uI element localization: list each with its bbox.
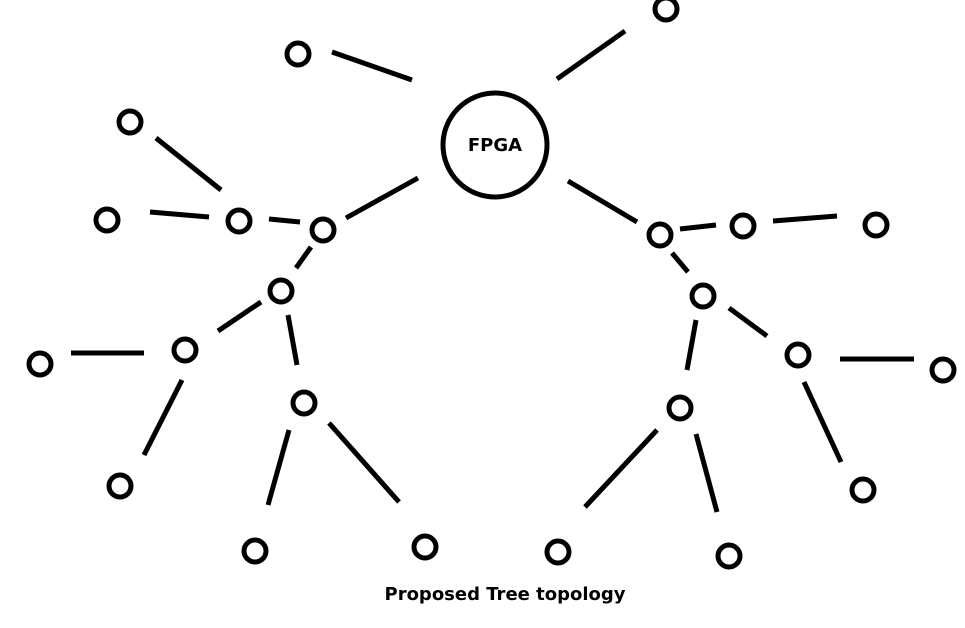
node — [666, 394, 694, 422]
link-left-hub-a — [268, 216, 301, 225]
node — [862, 211, 890, 239]
link-left-h-j — [327, 421, 401, 504]
node — [689, 282, 717, 310]
node — [93, 206, 121, 234]
link-right-g-h — [583, 428, 659, 509]
link-left-a-c — [154, 136, 223, 192]
link-left-d-e — [216, 299, 263, 334]
node — [652, 0, 680, 23]
link-root-left-branch — [344, 175, 420, 221]
link-right-d-f — [801, 380, 844, 464]
node — [729, 212, 757, 240]
fpga-label: FPGA — [468, 135, 522, 156]
link-right-c-g — [684, 319, 699, 371]
link-right-a-b — [772, 213, 838, 224]
node — [784, 341, 812, 369]
node — [929, 356, 957, 384]
link-right-hub-c — [670, 251, 690, 274]
link-left-e-g — [141, 378, 185, 457]
node — [225, 207, 253, 235]
node — [171, 336, 199, 364]
node — [241, 537, 269, 565]
node — [284, 40, 312, 68]
link-root-top-left — [331, 49, 413, 83]
link-right-c-d — [727, 305, 769, 339]
node — [309, 216, 337, 244]
link-right-hub-a — [679, 222, 717, 232]
link-right-g-i — [693, 433, 720, 513]
node — [26, 350, 54, 378]
node — [544, 538, 572, 566]
link-root-top-right — [555, 28, 627, 82]
fpga-root-node — [440, 90, 550, 200]
link-left-d-h — [285, 314, 300, 366]
node — [290, 389, 318, 417]
link-root-right-branch — [566, 178, 639, 225]
link-left-a-b — [149, 209, 210, 220]
node — [106, 472, 134, 500]
node — [646, 221, 674, 249]
node — [715, 542, 743, 570]
node — [411, 533, 439, 561]
link-left-hub-d — [293, 245, 314, 270]
diagram-caption: Proposed Tree topology — [384, 584, 626, 605]
node — [849, 476, 877, 504]
node — [267, 277, 295, 305]
link-left-h-i — [265, 429, 292, 506]
node — [116, 108, 144, 136]
